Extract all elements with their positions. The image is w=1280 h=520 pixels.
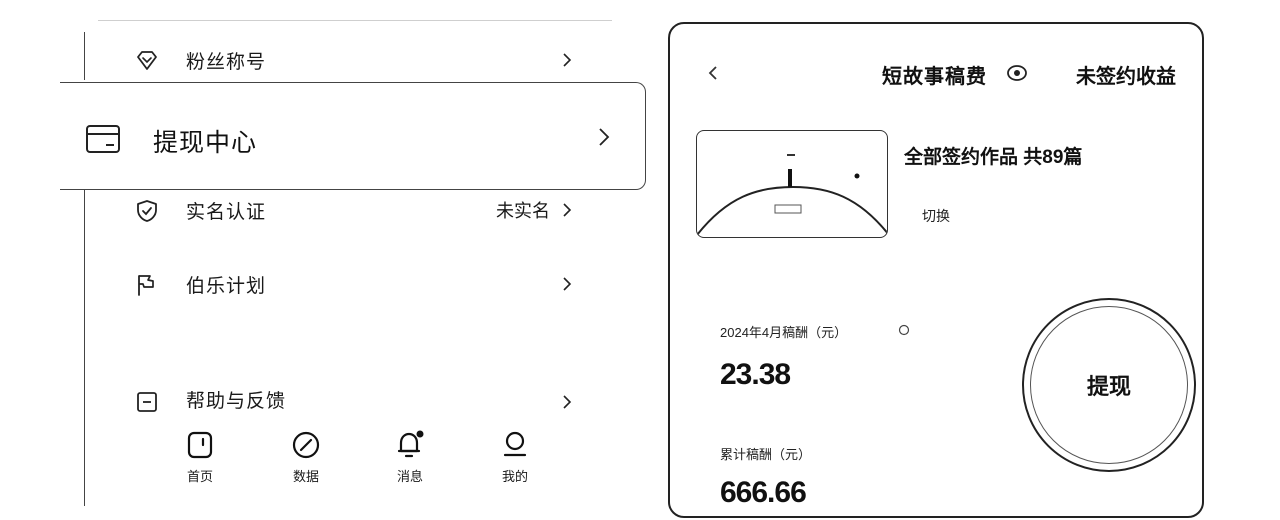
menu-item-label: 粉丝称号 (186, 51, 267, 73)
tab-profile[interactable]: 我的 (485, 428, 545, 488)
home-icon (186, 430, 214, 460)
withdraw-button-label: 提现 (1086, 374, 1131, 399)
tab-home[interactable]: 首页 (170, 428, 230, 488)
wallet-icon (84, 123, 122, 155)
tab-label: 首页 (186, 469, 213, 484)
page-title: 短故事稿费 (882, 66, 987, 88)
chevron-right-icon (560, 276, 574, 292)
profile-icon (501, 430, 529, 460)
unsigned-income-link[interactable]: 未签约收益 (1076, 66, 1176, 88)
tab-label: 我的 (501, 469, 528, 484)
back-chevron-icon[interactable] (706, 64, 720, 82)
story-income-panel: 短故事稿费 未签约收益 全部签约作品 共89篇 切换 2024年4月稿酬（元） … (668, 22, 1204, 518)
work-cover-image (696, 130, 888, 238)
frame-line (84, 32, 85, 80)
chevron-right-icon (560, 202, 574, 218)
menu-item-help-feedback[interactable]: 帮助与反馈 (100, 378, 600, 418)
bottom-tab-bar: 首页 数据 消息 我的 (160, 428, 560, 488)
tab-data[interactable]: 数据 (276, 428, 336, 488)
bell-icon (396, 430, 424, 460)
info-icon[interactable] (898, 324, 910, 336)
account-menu-panel: 粉丝称号 提现中心 实名认证 未实名 伯乐计划 (60, 20, 646, 506)
withdraw-button[interactable]: 提现 (1022, 298, 1196, 472)
menu-item-bole-plan[interactable]: 伯乐计划 (100, 264, 600, 304)
menu-item-label: 帮助与反馈 (186, 391, 287, 412)
menu-item-label: 伯乐计划 (186, 275, 267, 297)
month-earnings-amount: 23.38 (720, 358, 791, 391)
menu-item-fans-title[interactable]: 粉丝称号 (100, 40, 600, 80)
frame-line (84, 188, 85, 506)
switch-work-link[interactable]: 切换 (922, 208, 950, 224)
work-summary: 全部签约作品 共89篇 (904, 147, 1083, 168)
menu-item-real-name[interactable]: 实名认证 未实名 (100, 190, 600, 230)
data-icon (292, 430, 320, 460)
divider (98, 20, 612, 21)
diamond-icon (134, 49, 160, 73)
menu-item-withdraw-center[interactable]: 提现中心 (60, 82, 646, 190)
feedback-icon (134, 390, 160, 414)
tab-messages[interactable]: 消息 (380, 428, 440, 488)
menu-item-label: 提现中心 (153, 129, 258, 157)
total-earnings-label: 累计稿酬（元） (720, 447, 812, 462)
tab-label: 消息 (396, 469, 423, 484)
eye-icon[interactable] (1006, 64, 1028, 82)
flag-icon (134, 273, 160, 297)
tab-label: 数据 (292, 469, 319, 484)
chevron-right-icon (560, 52, 574, 68)
menu-item-label: 实名认证 (186, 201, 267, 223)
total-earnings-amount: 666.66 (720, 476, 807, 509)
chevron-right-icon (597, 127, 611, 147)
chevron-right-icon (560, 394, 574, 410)
verification-status: 未实名 (496, 201, 550, 221)
month-earnings-label: 2024年4月稿酬（元） (720, 325, 848, 340)
shield-check-icon (134, 199, 160, 223)
